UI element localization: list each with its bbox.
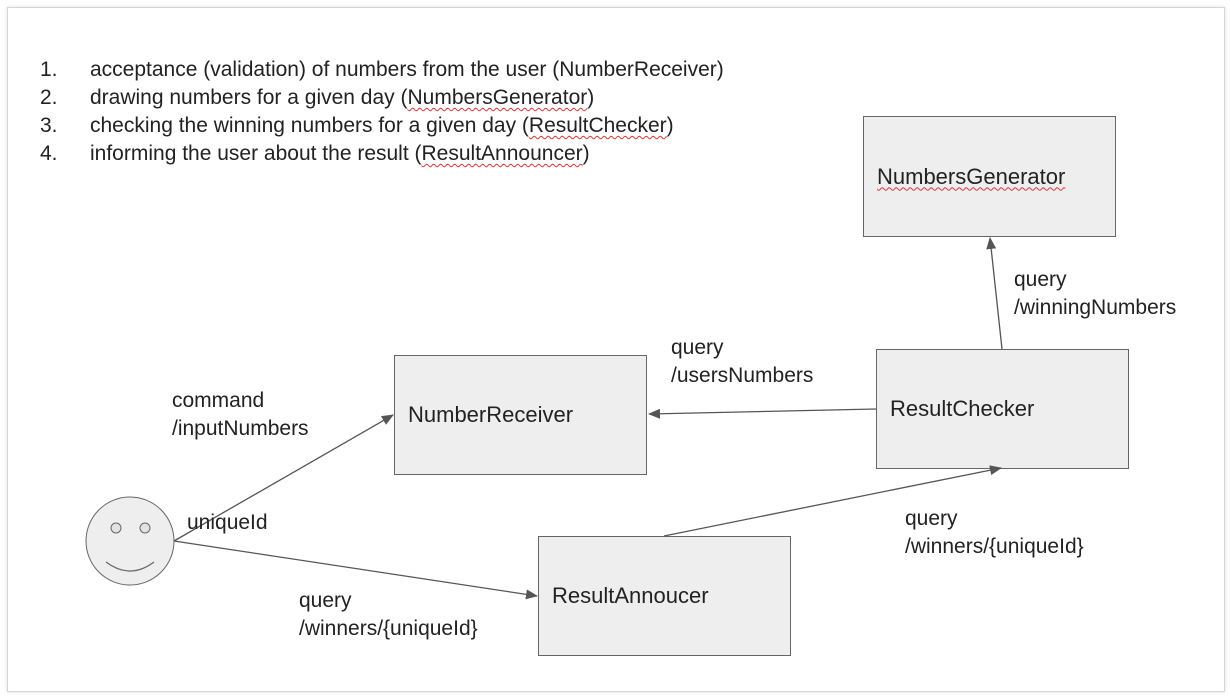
number-receiver-box: NumberReceiver <box>394 355 647 475</box>
step-item: 4. informing the user about the result (… <box>40 140 724 168</box>
command-input-numbers-label: command /inputNumbers <box>172 389 309 440</box>
unique-id-label: uniqueId <box>187 511 268 534</box>
step-item: 3. checking the winning numbers for a gi… <box>40 112 724 140</box>
step-text: informing the user about the result (Res… <box>90 142 590 165</box>
step-number: 1. <box>40 58 58 81</box>
query-users-numbers-label: query /usersNumbers <box>671 336 814 387</box>
step-text: acceptance (validation) of numbers from … <box>90 58 724 81</box>
query-winners-checker-label: query /winners/{uniqueId} <box>905 507 1084 558</box>
number-receiver-label: NumberReceiver <box>408 402 574 427</box>
numbers-generator-box: NumbersGenerator <box>863 116 1116 237</box>
result-annoucer-label: ResultAnnoucer <box>552 583 709 608</box>
step-number: 2. <box>40 86 58 109</box>
step-item: 1. acceptance (validation) of numbers fr… <box>40 56 724 84</box>
query-winners-user-label: query /winners/{uniqueId} <box>299 589 478 640</box>
result-annoucer-box: ResultAnnoucer <box>538 536 791 656</box>
result-checker-box: ResultChecker <box>876 349 1129 469</box>
numbers-generator-label: NumbersGenerator <box>877 163 1066 189</box>
step-text: drawing numbers for a given day (Numbers… <box>90 86 595 109</box>
step-number: 3. <box>40 114 58 137</box>
step-number: 4. <box>40 142 58 165</box>
step-item: 2. drawing numbers for a given day (Numb… <box>40 84 724 112</box>
step-text: checking the winning numbers for a given… <box>90 114 674 137</box>
query-winning-numbers-label: query /winningNumbers <box>1014 268 1177 319</box>
result-checker-label: ResultChecker <box>890 396 1035 421</box>
steps-list: 1. acceptance (validation) of numbers fr… <box>40 56 724 168</box>
